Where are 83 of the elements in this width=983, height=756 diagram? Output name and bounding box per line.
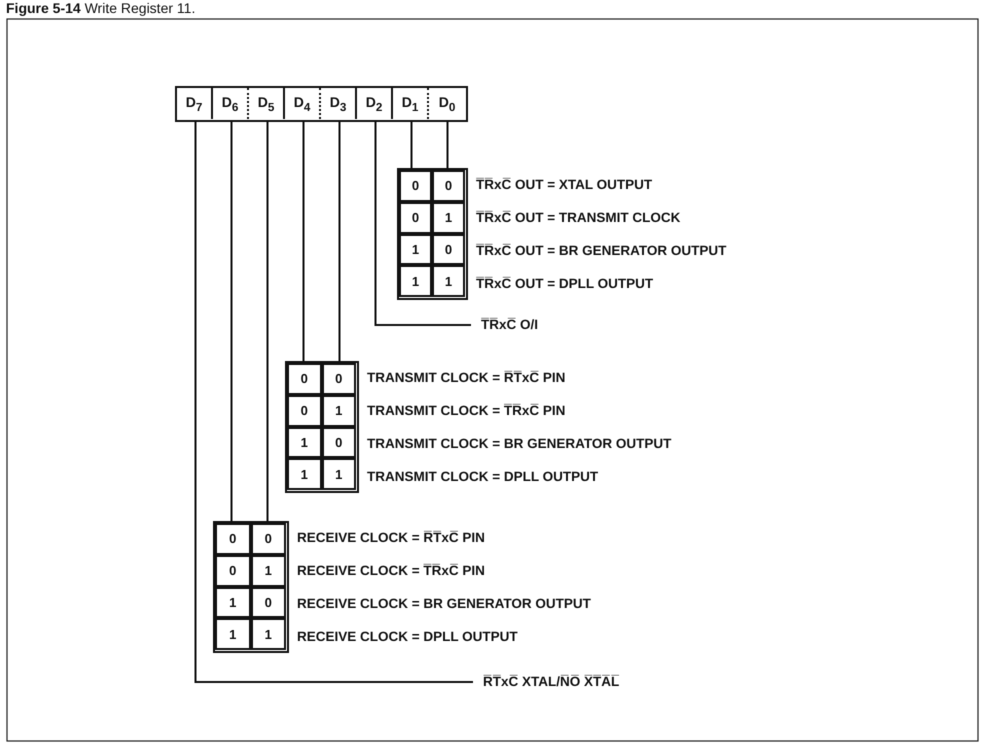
bit-value-cell xyxy=(432,265,465,297)
bit-name: D$_{1}$ xyxy=(402,94,418,114)
bit-value-cell xyxy=(287,394,322,426)
connector-line xyxy=(266,122,268,521)
setting-description: TRANSMIT CLOCK = BR GENERATOR OUTPUT xyxy=(367,434,672,452)
bit-value: 1 xyxy=(444,210,452,226)
setting-description: T̅R̅xC̅ OUT = DPLL OUTPUT xyxy=(476,274,654,292)
setting-description: RECEIVE CLOCK = T̅R̅xC̅ PIN xyxy=(297,562,485,580)
bit-name: D$_{2}$ xyxy=(366,94,382,114)
bit-label: R̅T̅xC̅ XTAL/N̅O̅ X̅T̅A̅L̅ xyxy=(483,674,620,689)
setting-description: T̅R̅xC̅ OUT = BR GENERATOR OUTPUT xyxy=(476,242,726,260)
setting-description: T̅R̅xC̅ OUT = TRANSMIT CLOCK xyxy=(476,208,680,226)
setting-description: TRANSMIT CLOCK = R̅T̅xC̅ PIN xyxy=(367,368,566,386)
bit-value-cell xyxy=(399,265,432,297)
bit-table xyxy=(397,168,468,300)
bit-value: 1 xyxy=(412,242,420,257)
bit-value-cell xyxy=(399,234,432,266)
bit-label: T̅R̅xC̅ O/I xyxy=(481,317,538,332)
bit-table xyxy=(213,521,289,653)
bit-value-cell xyxy=(215,618,250,650)
bit-value: 0 xyxy=(264,531,272,546)
connector-line xyxy=(194,122,473,683)
bit-value-cell xyxy=(287,426,322,458)
bit-name: D$_{7}$ xyxy=(186,94,202,114)
setting-description: RECEIVE CLOCK = R̅T̅xC̅ PIN xyxy=(297,528,485,546)
bit-value: 0 xyxy=(412,178,420,194)
bit-value: 1 xyxy=(335,403,342,418)
bit-value: 0 xyxy=(335,434,342,450)
bit-value-cell xyxy=(215,523,250,555)
bit-value: 0 xyxy=(229,563,236,578)
bit-value-cell xyxy=(287,363,322,395)
bit-value-cell xyxy=(215,554,250,586)
setting-description: TRANSMIT CLOCK = DPLL OUTPUT xyxy=(367,468,598,486)
bit-value: 0 xyxy=(264,594,272,610)
setting-description: RECEIVE CLOCK = DPLL OUTPUT xyxy=(297,628,518,646)
bit-value: 0 xyxy=(444,242,452,257)
bit-value: 1 xyxy=(264,626,272,642)
connector-line xyxy=(374,122,471,326)
bit-value: 1 xyxy=(264,563,272,578)
bit-value: 0 xyxy=(229,531,236,546)
connector-line xyxy=(338,122,340,361)
bit-value: 1 xyxy=(412,274,420,289)
bit-value-cell xyxy=(250,523,286,555)
bit-value-cell xyxy=(432,170,465,202)
bit-name: D$_{4}$ xyxy=(294,94,310,114)
bit-value: 1 xyxy=(335,466,342,482)
bit-value: 1 xyxy=(300,466,308,482)
bit-value-cell xyxy=(432,234,465,266)
bit-name: D$_{3}$ xyxy=(330,94,346,114)
bit-value-cell xyxy=(322,426,356,458)
bit-value: 1 xyxy=(300,434,308,450)
bit-value-cell xyxy=(399,202,432,234)
bit-value-cell xyxy=(322,458,356,490)
bit-value-cell xyxy=(322,394,356,426)
bit-value: 0 xyxy=(412,210,420,226)
bit-value: 0 xyxy=(300,371,308,386)
bit-value-cell xyxy=(250,586,286,618)
connector-line xyxy=(302,122,304,361)
bit-value: 0 xyxy=(335,371,342,386)
bit-value-cell xyxy=(250,554,286,586)
bit-name: D$_{5}$ xyxy=(258,94,274,114)
bit-value: 1 xyxy=(229,594,236,610)
bit-value-cell xyxy=(399,170,432,202)
bit-name: D$_{6}$ xyxy=(222,94,238,114)
bit-value-cell xyxy=(322,363,356,395)
connector-line xyxy=(446,122,448,168)
bit-value-cell xyxy=(215,586,250,618)
bit-value: 1 xyxy=(229,626,236,642)
setting-description: T̅R̅xC̅ OUT = XTAL OUTPUT xyxy=(476,176,652,194)
setting-description: RECEIVE CLOCK = BR GENERATOR OUTPUT xyxy=(297,594,591,612)
connector-line xyxy=(230,122,232,521)
bit-value-cell xyxy=(432,202,465,234)
bit-value-cell xyxy=(250,618,286,650)
bit-name: D$_{0}$ xyxy=(438,94,456,114)
bit-table xyxy=(285,361,359,493)
connector-line xyxy=(410,122,412,168)
figure-title: Figure 5-14 Write Register 11. xyxy=(6,0,196,16)
register-box xyxy=(175,86,468,122)
setting-description: TRANSMIT CLOCK = T̅R̅xC̅ PIN xyxy=(367,402,566,420)
bit-value: 1 xyxy=(444,274,452,289)
bit-value: 0 xyxy=(444,178,452,194)
bit-value: 0 xyxy=(300,403,308,418)
bit-value-cell xyxy=(287,458,322,490)
